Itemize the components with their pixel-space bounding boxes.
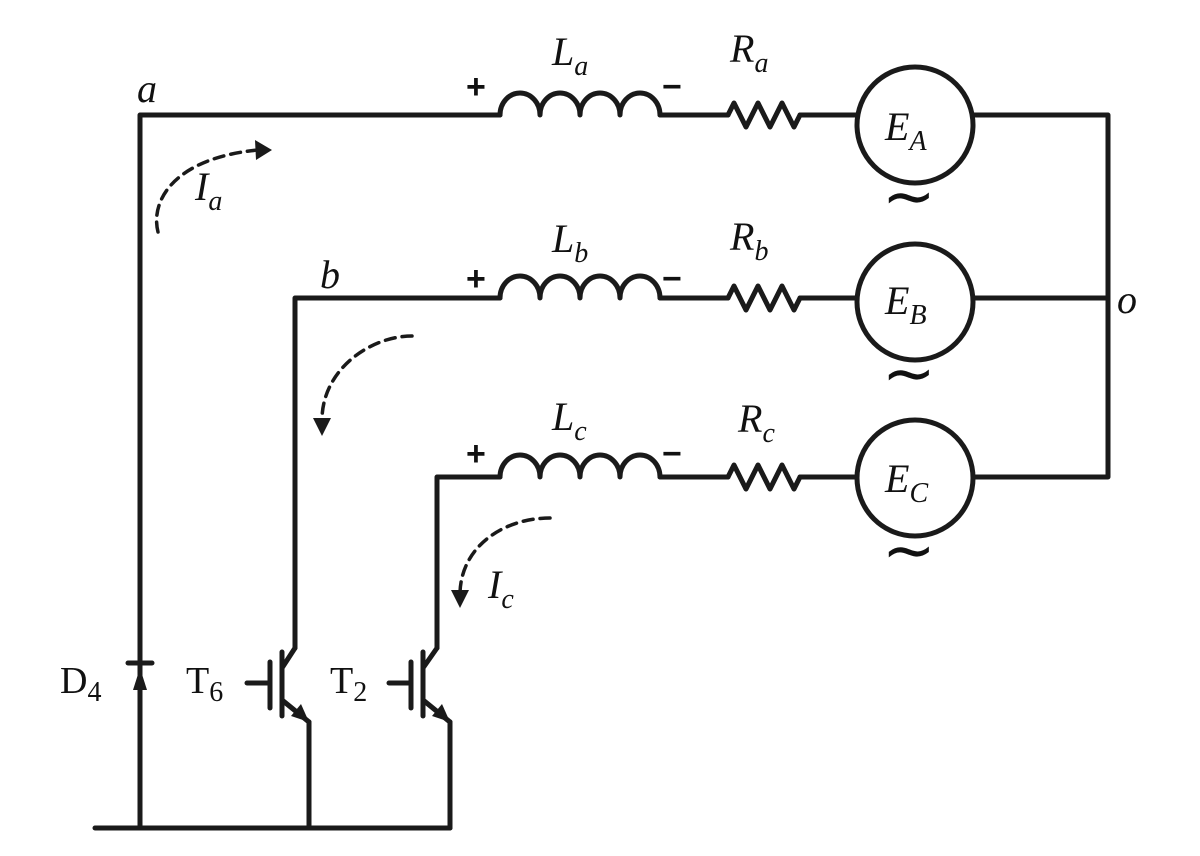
current-arrow-ic-head <box>451 590 469 608</box>
source-ec-label: EC <box>884 456 928 509</box>
transistor-t2-label: T2 <box>330 660 367 708</box>
inductors <box>497 90 663 480</box>
ac-tilde-c: ∼ <box>882 514 936 588</box>
inductor-lc-label: Lc <box>551 394 587 447</box>
current-arrow-ia <box>154 148 260 234</box>
inductor-la-label: La <box>551 29 588 82</box>
resistor-rb <box>725 283 803 313</box>
inductor-lb <box>497 273 663 301</box>
lb-plus-sign: + <box>466 260 486 298</box>
current-arrow-ia-head <box>255 140 272 160</box>
transistor-t6 <box>244 645 312 725</box>
resistors <box>725 100 803 492</box>
current-ia-label: Ia <box>194 164 222 217</box>
current-ic-label: Ic <box>487 562 514 615</box>
resistor-rc <box>725 462 803 492</box>
diode-d4-triangle <box>133 668 147 690</box>
inductor-lc <box>497 452 663 480</box>
resistor-rb-label: Rb <box>729 214 768 267</box>
source-eb-label: EB <box>884 278 927 331</box>
labels: a b o + − La Ra EA ∼ + − Lb Rb EB ∼ + − … <box>60 26 1137 708</box>
current-paths <box>154 140 552 608</box>
lb-minus-sign: − <box>662 260 682 298</box>
node-b-label: b <box>320 252 340 297</box>
diode-d4-label: D4 <box>60 660 101 708</box>
wires <box>92 112 1111 831</box>
t6-emitter-arrow <box>291 704 309 722</box>
inductor-lb-label: Lb <box>551 216 588 269</box>
current-arrow-ic <box>458 516 552 594</box>
la-plus-sign: + <box>466 68 486 106</box>
inductor-la <box>497 90 663 118</box>
diode-d4 <box>125 660 155 690</box>
resistor-ra-label: Ra <box>729 26 768 79</box>
ac-tilde-a: ∼ <box>882 160 936 234</box>
current-arrow-ib-head <box>313 418 331 436</box>
ac-tilde-b: ∼ <box>882 337 936 411</box>
transistor-t2 <box>386 645 453 725</box>
lc-minus-sign: − <box>662 435 682 473</box>
source-eb-circle <box>854 241 976 363</box>
source-ec-circle <box>854 417 976 539</box>
sources <box>854 64 976 539</box>
wire-phase-b-rail <box>292 295 503 651</box>
source-ea-label: EA <box>884 104 927 157</box>
resistor-ra <box>725 100 803 130</box>
current-arrow-ib <box>320 334 414 422</box>
t2-collector <box>420 645 440 671</box>
wire-phase-c-rail <box>434 474 503 651</box>
t2-emitter-arrow <box>432 704 450 722</box>
resistor-rc-label: Rc <box>737 396 775 449</box>
la-minus-sign: − <box>662 68 682 106</box>
transistor-t6-label: T6 <box>186 660 223 708</box>
node-a-label: a <box>137 66 157 111</box>
t6-collector <box>279 645 298 671</box>
wire-phase-a-rail <box>137 112 503 831</box>
node-o-label: o <box>1117 277 1137 322</box>
source-ea-circle <box>854 64 976 186</box>
lc-plus-sign: + <box>466 435 486 473</box>
